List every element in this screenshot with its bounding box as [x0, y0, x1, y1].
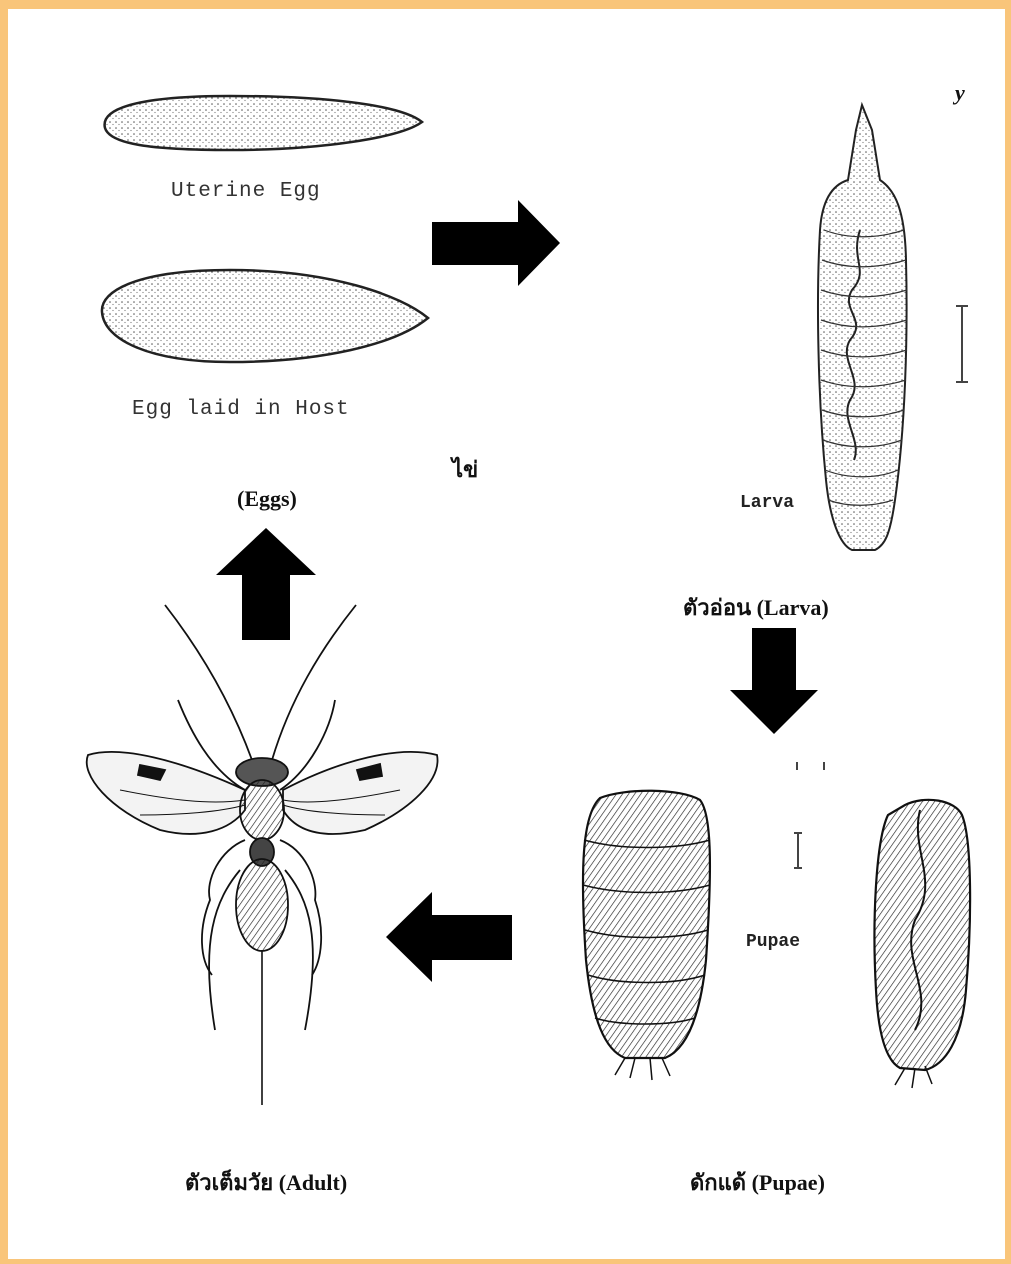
- corner-mark: y: [955, 80, 965, 106]
- uterine-egg-label: Uterine Egg: [171, 180, 321, 203]
- arrow-right-icon: [432, 200, 560, 286]
- arrow-left-icon: [386, 892, 512, 982]
- larva-small-label: Larva: [740, 493, 794, 513]
- eggs-thai-label: ไข่: [452, 452, 478, 487]
- eggs-caption: (Eggs): [237, 486, 297, 512]
- adult-caption: ตัวเต็มวัย (Adult): [185, 1165, 347, 1200]
- arrow-down-icon: [730, 628, 818, 734]
- egg-laid-in-host-drawing: [102, 270, 428, 362]
- pupa-side-drawing: [794, 762, 970, 1088]
- pupa-front-drawing: [583, 791, 710, 1080]
- adult-wasp-drawing: [87, 605, 438, 1105]
- larva-caption: ตัวอ่อน (Larva): [683, 590, 829, 625]
- arrow-up-icon: [216, 528, 316, 640]
- pupae-small-label: Pupae: [746, 932, 800, 952]
- pupae-caption: ดักแด้ (Pupae): [690, 1165, 825, 1200]
- uterine-egg-drawing: [105, 96, 422, 150]
- larva-drawing: [818, 105, 968, 550]
- egg-laid-in-host-label: Egg laid in Host: [132, 398, 350, 421]
